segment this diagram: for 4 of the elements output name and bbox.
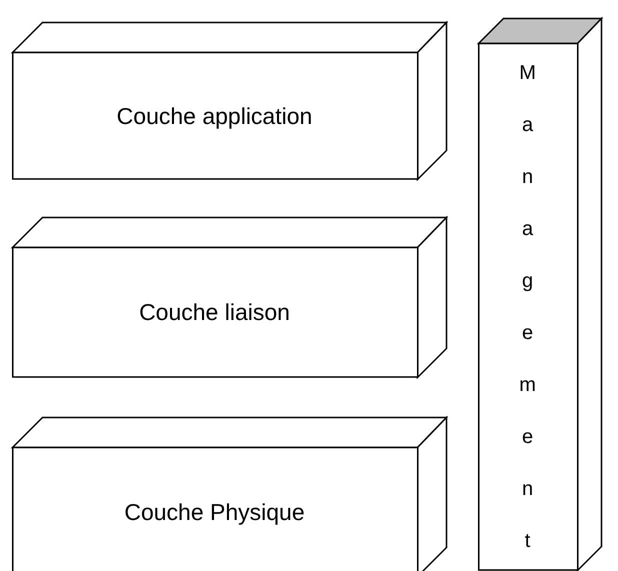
vertical-label: Management [519,61,536,554]
layer-label: Couche liaison [139,299,290,326]
layer-label: Couche application [116,102,312,130]
layer-label: Couche Physique [124,498,305,526]
